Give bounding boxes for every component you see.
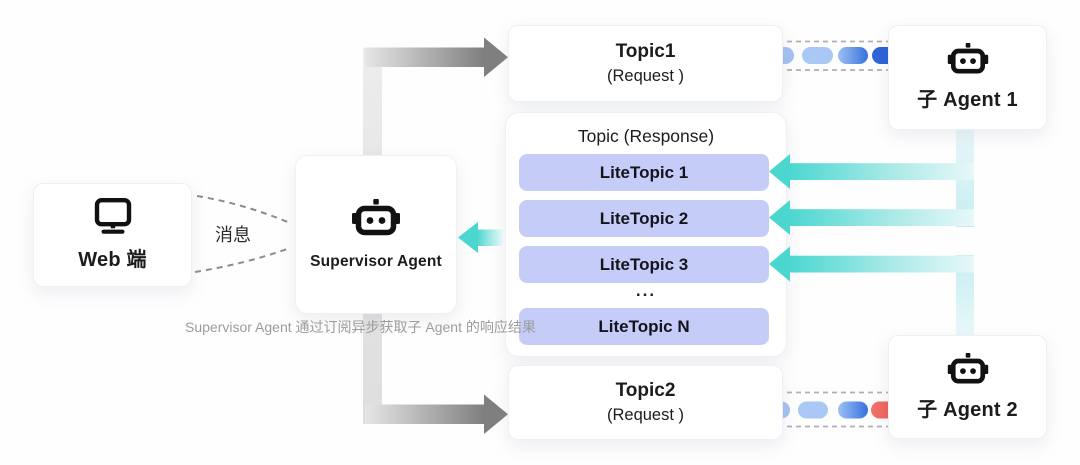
queue-topic1-agent1 <box>764 40 902 71</box>
node-sub-agent-2: 子 Agent 2 <box>888 335 1047 439</box>
response-band-agent1 <box>956 126 974 227</box>
robot-icon <box>947 352 988 384</box>
robot-icon <box>352 198 400 235</box>
response-arrow-supervisor <box>458 222 503 253</box>
node-supervisor-agent: Supervisor Agent <box>295 155 457 314</box>
response-arrow-litetopic1 <box>769 154 974 189</box>
lite-topic-row-3: LiteTopic 3 <box>519 246 769 283</box>
monitor-icon <box>94 198 131 234</box>
node-topic1: Topic1 (Request ) <box>508 25 783 102</box>
response-arrow-litetopic2 <box>769 200 974 235</box>
diagram-caption: Supervisor Agent 通过订阅异步获取子 Agent 的响应结果 <box>185 319 536 335</box>
topic-response-title: Topic (Response) <box>577 126 715 146</box>
robot-icon <box>947 43 988 74</box>
topic2-subtitle: (Request ) <box>606 406 685 424</box>
message-label: 消息 <box>215 225 251 245</box>
topic2-title: Topic2 <box>615 380 676 401</box>
lite-topic-ellipsis: ... <box>635 281 657 300</box>
lite-topic-row-n: LiteTopic N <box>519 308 769 345</box>
supervisor-agent-label: Supervisor Agent <box>310 252 442 270</box>
sub-agent-1-label: 子 Agent 1 <box>917 89 1018 111</box>
node-sub-agent-1: 子 Agent 1 <box>888 25 1047 130</box>
response-arrow-litetopic3 <box>769 246 974 282</box>
request-arrow-topic2 <box>365 394 508 434</box>
topic1-title: Topic1 <box>615 41 676 62</box>
message-pill <box>798 401 828 419</box>
web-client-label: Web 端 <box>78 249 147 271</box>
response-band-agent2 <box>956 255 974 336</box>
topic1-subtitle: (Request ) <box>606 67 685 85</box>
lite-topic-row-2: LiteTopic 2 <box>519 200 769 237</box>
lite-topic-row-1: LiteTopic 1 <box>519 154 769 191</box>
request-arrow-topic1 <box>365 37 508 77</box>
message-pill <box>802 47 833 64</box>
node-web-client: Web 端 <box>33 183 192 287</box>
node-topic2: Topic2 (Request ) <box>508 365 783 440</box>
sub-agent-2-label: 子 Agent 2 <box>917 398 1018 421</box>
node-topic-response: Topic (Response) LiteTopic 1 LiteTopic 2… <box>505 112 787 357</box>
message-pill <box>838 401 868 419</box>
message-pill <box>838 47 868 64</box>
